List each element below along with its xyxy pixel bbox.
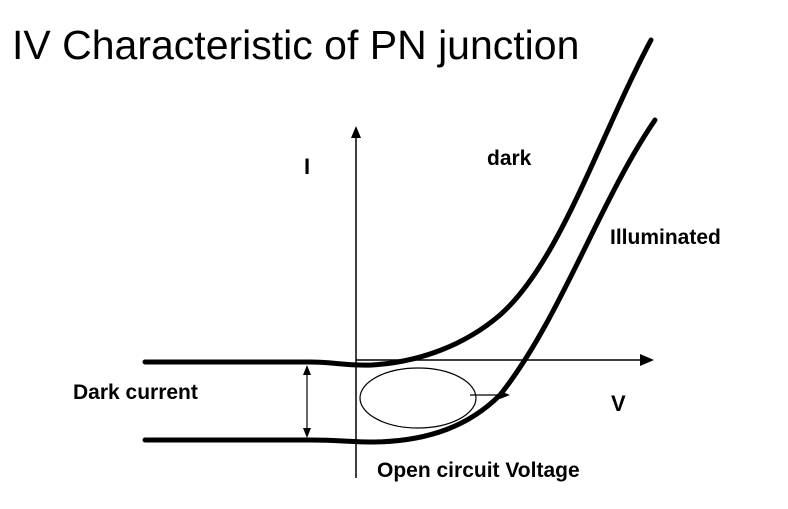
current-axis-label: I (304, 154, 311, 179)
illuminated-curve (142, 117, 658, 445)
dark-current-arrowhead-bottom (303, 428, 311, 438)
open-circuit-voltage-label: Open circuit Voltage (377, 459, 580, 482)
dark-current-arrowhead-top (303, 365, 311, 375)
dark-current-label: Dark current (73, 381, 198, 404)
voltage-axis-arrowhead (640, 354, 654, 366)
dark-curve (142, 37, 654, 368)
illuminated-curve-label: Illuminated (610, 226, 721, 249)
open-circuit-arrowhead (500, 391, 510, 399)
current-axis-arrowhead (351, 126, 361, 138)
open-circuit-ellipse (359, 367, 477, 429)
slide-title: IV Characteristic of PN junction (12, 22, 580, 68)
voltage-axis-label: V (611, 391, 626, 416)
dark-curve-label: dark (487, 147, 532, 170)
